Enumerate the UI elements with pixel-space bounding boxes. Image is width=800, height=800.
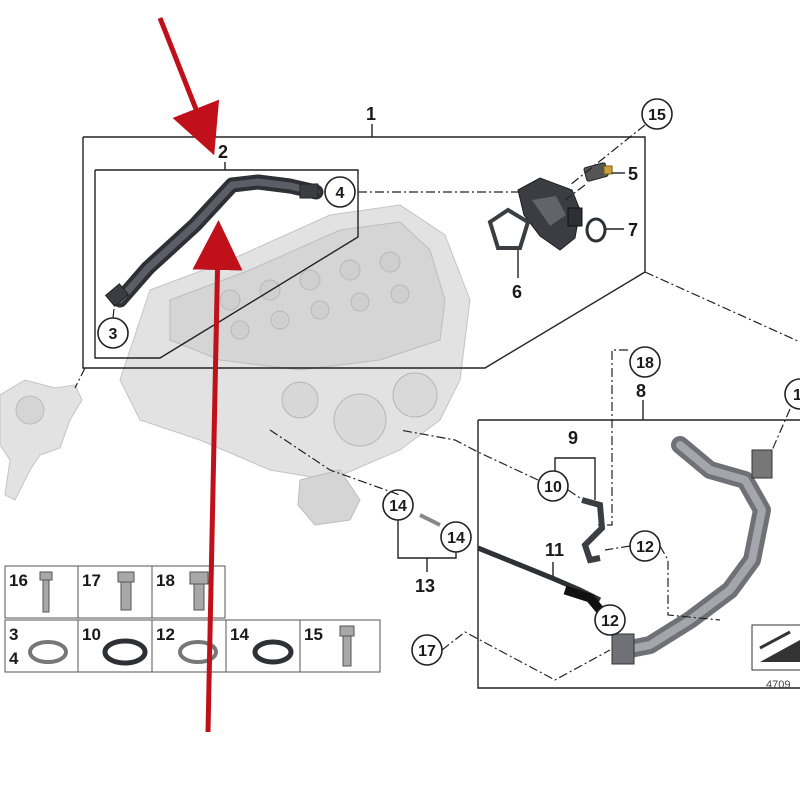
label-8: 8 [636,381,646,401]
label-2: 2 [218,142,228,162]
thermostat-housing [517,177,583,251]
callout-15 [641,98,673,130]
label-17: 17 [418,643,436,660]
table-cell-15: 15 [304,625,323,644]
group-1-frame [82,136,646,369]
label-16-right: 16 [793,387,800,404]
engine-block-background [119,204,471,526]
diagram-id-box: 4709 [751,624,800,691]
group-8-frame [477,420,800,689]
coolant-hose-part-2 [104,174,324,308]
label-6: 6 [512,282,522,302]
label-14-right: 14 [447,530,465,547]
label-18: 18 [636,355,654,372]
callout-10 [537,470,569,502]
annotation-arrow-bottom [192,220,243,733]
diagram-number: 4709 [766,679,790,691]
label-9: 9 [568,428,578,448]
table-cell-17: 17 [82,571,101,590]
table-cell-12: 12 [156,625,175,644]
table-cell-14: 14 [230,625,249,644]
pipe-fitting-9 [581,497,606,564]
label-12-lower: 12 [601,613,619,630]
hardware-table: 16 17 18 3 4 10 12 14 15 [4,565,381,673]
label-10: 10 [544,479,562,496]
sensor-part-5 [583,162,613,182]
label-3: 3 [109,326,118,343]
callout-12-lower [594,604,626,636]
o-ring-7 [585,217,607,243]
label-5: 5 [628,164,638,184]
label-13: 13 [415,576,435,596]
table-cell-10: 10 [82,625,101,644]
label-12-upper: 12 [636,539,654,556]
table-cell-4: 4 [9,649,19,668]
gasket-6 [487,207,531,250]
coolant-pipe [611,436,773,665]
hose-part-11 [477,545,604,613]
label-4: 4 [336,185,345,202]
table-cell-3: 3 [9,625,18,644]
label-15: 15 [648,107,666,124]
callout-18 [629,346,661,378]
label-11: 11 [545,540,564,560]
water-pump-background [0,379,83,501]
annotation-arrow-top [157,17,220,156]
label-14-left: 14 [389,498,407,515]
group-2-frame [94,169,359,359]
table-cell-16: 16 [9,571,28,590]
callout-4 [324,176,356,208]
label-1: 1 [366,104,376,124]
callout-16-right [784,378,800,410]
table-cell-18: 18 [156,571,175,590]
label-7: 7 [628,220,638,240]
